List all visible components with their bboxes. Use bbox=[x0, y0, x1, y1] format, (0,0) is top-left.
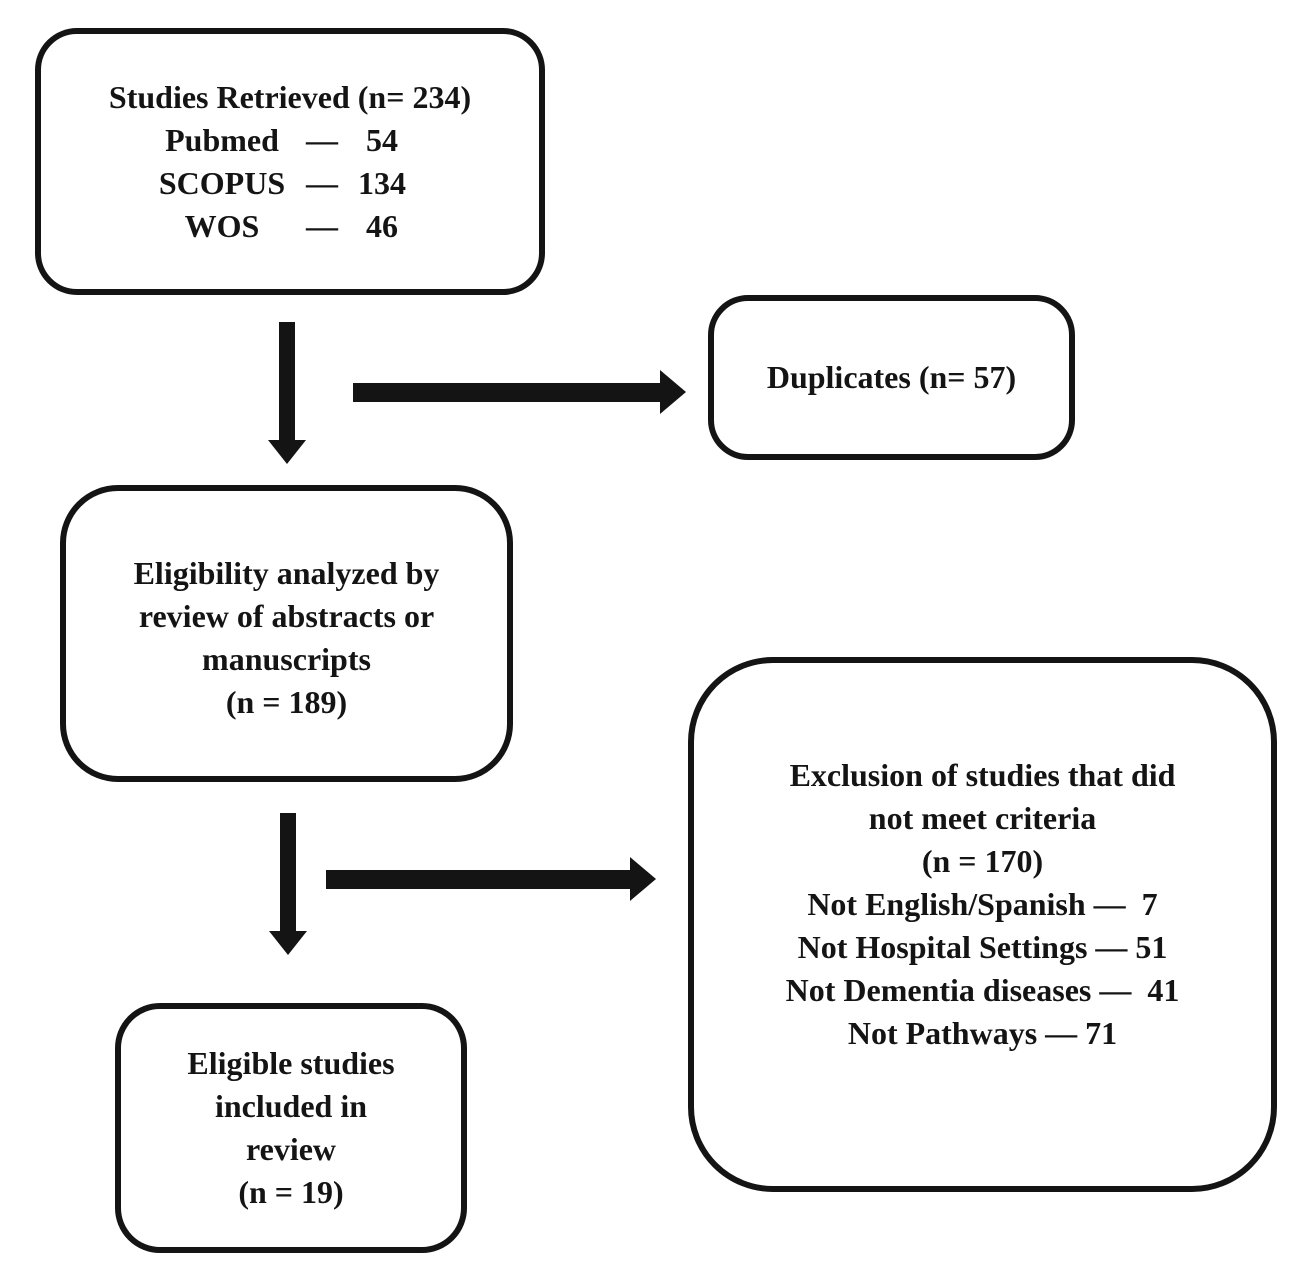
down-arrow-head-icon bbox=[269, 931, 307, 955]
source-name: Pubmed bbox=[165, 121, 279, 158]
eligibility-line: manuscripts bbox=[202, 640, 371, 677]
eligible-line: Eligible studies bbox=[187, 1045, 395, 1081]
source-row-scopus: SCOPUS — 134 bbox=[142, 162, 422, 205]
source-name: WOS bbox=[184, 207, 260, 244]
exclusion-line: not meet criteria bbox=[868, 800, 1097, 836]
exclusion-box: Exclusion of studies that did not meet c… bbox=[688, 657, 1277, 1192]
source-count: 134 bbox=[358, 164, 406, 201]
eligible-line: (n = 19) bbox=[238, 1174, 344, 1210]
exclusion-line: (n = 170) bbox=[921, 843, 1044, 879]
source-row-wos: WOS — 46 bbox=[142, 205, 422, 248]
eligibility-line: Eligibility analyzed by bbox=[133, 554, 440, 591]
eligible-studies-box: Eligible studies included in review (n =… bbox=[115, 1003, 467, 1253]
studies-retrieved-title: Studies Retrieved (n= 234) bbox=[108, 78, 472, 115]
eligibility-analyzed-box: Eligibility analyzed by review of abstra… bbox=[60, 485, 513, 782]
eligibility-line: (n = 189) bbox=[225, 683, 348, 720]
exclusion-line: Exclusion of studies that did bbox=[789, 757, 1176, 793]
eligible-line: review bbox=[245, 1131, 337, 1167]
studies-retrieved-box: Studies Retrieved (n= 234) Pubmed — 54 S… bbox=[35, 28, 545, 295]
dash-separator: — bbox=[306, 207, 338, 244]
right-arrow-shaft bbox=[353, 383, 660, 402]
duplicates-label: Duplicates (n= 57) bbox=[766, 359, 1017, 395]
source-count: 54 bbox=[366, 121, 398, 158]
source-name: SCOPUS bbox=[158, 164, 286, 201]
right-arrow-head-icon bbox=[660, 370, 686, 414]
dash-separator: — bbox=[306, 121, 338, 158]
down-arrow-shaft bbox=[279, 322, 295, 442]
exclusion-line: Not English/Spanish — 7 bbox=[807, 886, 1158, 922]
down-arrow-head-icon bbox=[268, 440, 306, 464]
eligible-line: included in bbox=[214, 1088, 368, 1124]
source-row-pubmed: Pubmed — 54 bbox=[142, 119, 422, 162]
source-count: 46 bbox=[366, 207, 398, 244]
duplicates-box: Duplicates (n= 57) bbox=[708, 295, 1075, 460]
exclusion-line: Not Pathways — 71 bbox=[847, 1015, 1118, 1051]
right-arrow-head-icon bbox=[630, 857, 656, 901]
eligibility-line: review of abstracts or bbox=[138, 597, 435, 634]
exclusion-line: Not Dementia diseases — 41 bbox=[785, 972, 1180, 1008]
down-arrow-shaft bbox=[280, 813, 296, 933]
right-arrow-shaft bbox=[326, 870, 630, 889]
dash-separator: — bbox=[306, 164, 338, 201]
exclusion-line: Not Hospital Settings — 51 bbox=[797, 929, 1168, 965]
